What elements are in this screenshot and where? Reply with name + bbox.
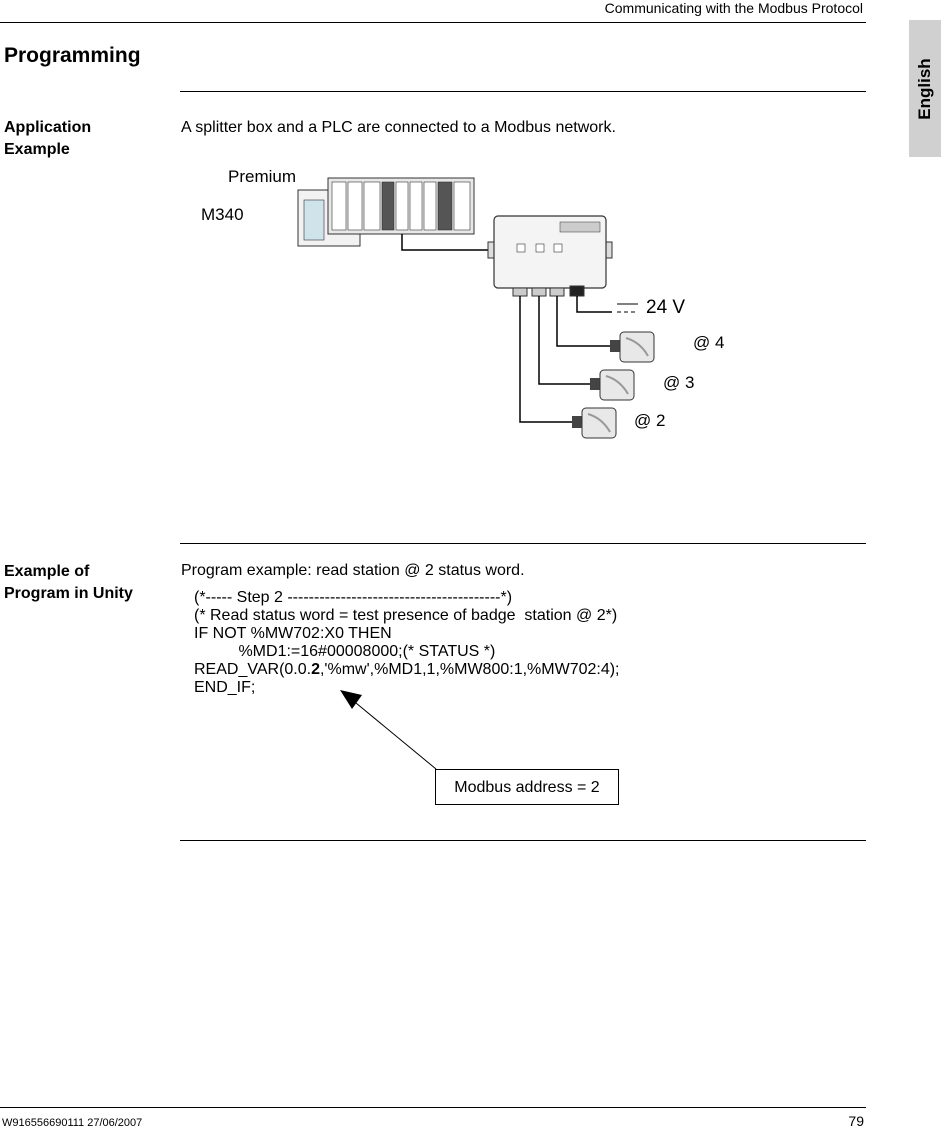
language-tab: English <box>909 20 941 157</box>
page-number: 79 <box>848 1113 864 1129</box>
chapter-title: Communicating with the Modbus Protocol <box>604 0 863 16</box>
code-line-4: %MD1:=16#00008000;(* STATUS *) <box>194 643 496 660</box>
cable-station-3 <box>538 296 590 385</box>
callout-arrow <box>340 690 437 770</box>
program-example-label: Example of Program in Unity <box>4 561 133 605</box>
section-rule-1 <box>180 91 866 92</box>
language-tab-label: English <box>915 57 934 120</box>
code-line-5-prefix: READ_VAR(0.0. <box>194 661 312 678</box>
code-line-1: (*----- Step 2 -------------------------… <box>194 589 513 606</box>
modbus-address-callout: Modbus address = 2 <box>435 769 619 805</box>
application-example-label: Application Example <box>4 117 91 161</box>
footer-rule <box>0 1107 866 1108</box>
code-line-3: IF NOT %MW702:X0 THEN <box>194 625 392 642</box>
premium-label: Premium <box>228 167 297 186</box>
program-example-label-line2: Program in Unity <box>4 585 133 602</box>
code-line-5: READ_VAR(0.0.2,'%mw',%MD1,1,%MW800:1,%MW… <box>194 661 620 679</box>
station-4-reader-image <box>610 331 655 363</box>
header-rule <box>0 22 866 23</box>
diagram-graphics <box>297 177 655 439</box>
network-diagram: Premium M340 24 V @ 4 @ 3 @ 2 <box>180 160 740 460</box>
section-rule-2 <box>180 543 866 544</box>
application-example-description: A splitter box and a PLC are connected t… <box>181 119 616 136</box>
program-example-description: Program example: read station @ 2 status… <box>181 562 525 579</box>
application-example-label-line2: Example <box>4 141 70 158</box>
cable-station-2 <box>519 296 572 423</box>
station-3-label: @ 3 <box>663 373 695 392</box>
power-label: 24 V <box>646 297 686 318</box>
code-line-5-suffix: ,'%mw',%MD1,1,%MW800:1,%MW702:4); <box>319 661 620 678</box>
m340-label: M340 <box>201 205 244 224</box>
splitter-box-image <box>487 215 613 297</box>
code-line-6: END_IF; <box>194 679 256 696</box>
plc-cable <box>401 234 488 251</box>
cable-station-4 <box>556 296 610 347</box>
code-line-5-address: 2 <box>311 661 320 678</box>
station-4-label: @ 4 <box>693 333 725 352</box>
program-example-label-line1: Example of <box>4 563 90 580</box>
premium-plc-image <box>327 177 475 235</box>
code-listing: (*----- Step 2 -------------------------… <box>194 589 620 697</box>
station-2-label: @ 2 <box>634 411 666 430</box>
station-3-reader-image <box>590 369 635 401</box>
section-rule-3 <box>180 840 866 841</box>
code-line-2: (* Read status word = test presence of b… <box>194 607 618 624</box>
application-example-label-line1: Application <box>4 119 92 136</box>
document-reference: W916556690111 27/06/2007 <box>2 1117 143 1129</box>
station-2-reader-image <box>572 407 617 439</box>
power-cable <box>576 296 612 313</box>
section-title: Programming <box>4 44 141 67</box>
